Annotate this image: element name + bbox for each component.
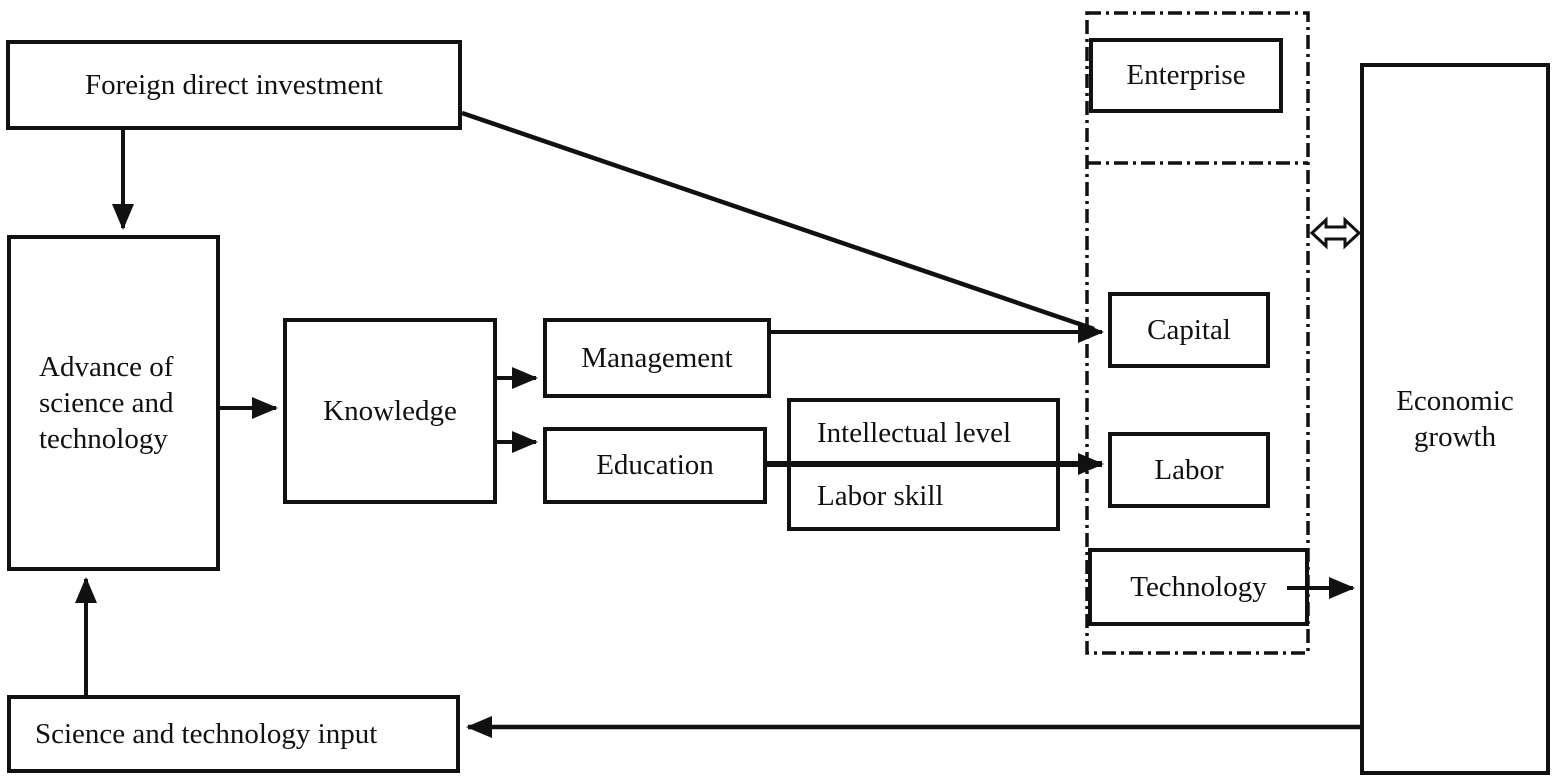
node-economic-growth: Economic growth <box>1360 63 1550 775</box>
node-label: Foreign direct investment <box>85 68 383 101</box>
node-education: Education <box>543 427 767 504</box>
double-arrow-factors-economic-growth <box>1309 216 1362 250</box>
node-intellectual-labor-skill-box: Intellectual level Labor skill <box>787 398 1060 531</box>
node-label: Science and technology input <box>35 717 378 750</box>
node-foreign-direct-investment: Foreign direct investment <box>6 40 462 130</box>
node-knowledge: Knowledge <box>283 318 497 504</box>
arrow-fdi-to-capital <box>461 110 1095 332</box>
node-label: Enterprise <box>1126 59 1246 92</box>
node-technology: Technology <box>1088 548 1309 626</box>
node-label: Management <box>581 341 733 374</box>
node-label: Economic growth <box>1396 384 1514 453</box>
node-management: Management <box>543 318 771 398</box>
node-labor-skill: Labor skill <box>791 465 1056 527</box>
node-label: Labor <box>1154 453 1224 486</box>
node-label: Knowledge <box>323 394 457 427</box>
node-enterprise: Enterprise <box>1089 38 1283 113</box>
node-label: Advance of science and technology <box>39 350 174 456</box>
node-label: Intellectual level <box>817 416 1012 449</box>
node-labor: Labor <box>1108 432 1270 508</box>
node-capital: Capital <box>1108 292 1270 368</box>
node-intellectual-level: Intellectual level <box>791 402 1056 464</box>
node-label: Technology <box>1130 570 1267 603</box>
node-label: Labor skill <box>817 479 944 512</box>
node-advance-of-science-and-technology: Advance of science and technology <box>7 235 220 571</box>
node-label: Education <box>596 449 714 482</box>
node-label: Capital <box>1147 313 1231 346</box>
node-science-and-technology-input: Science and technology input <box>7 695 460 773</box>
